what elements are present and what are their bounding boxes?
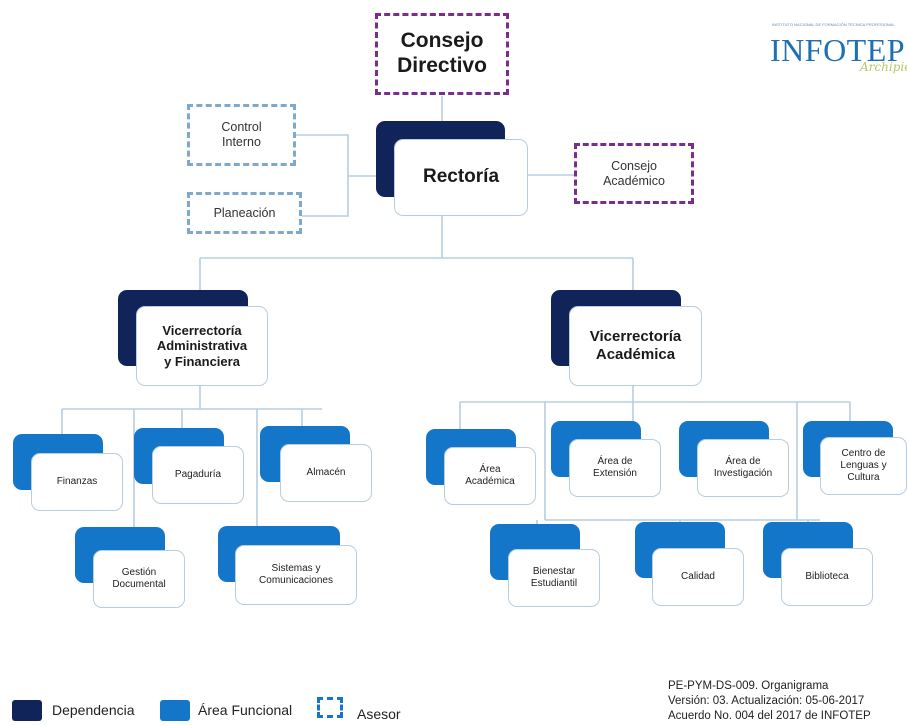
- node-vice-admin: Vicerrectoría Administrativa y Financier…: [136, 306, 268, 386]
- node-consejo-academico: Consejo Académico: [574, 143, 694, 204]
- node-pagaduria: Pagaduría: [152, 446, 244, 504]
- logo-script: Archipiélago: [860, 60, 907, 74]
- connector-vice-admin-units: [61, 386, 322, 530]
- node-consejo-directivo: Consejo Directivo: [375, 13, 509, 95]
- node-vice-academica: Vicerrectoría Académica: [569, 306, 702, 386]
- logo-tagline: INSTITUTO NACIONAL DE FORMACIÓN TÉCNICA …: [772, 22, 895, 27]
- node-calidad: Calidad: [652, 548, 744, 606]
- node-sistemas: Sistemas y Comunicaciones: [235, 545, 357, 605]
- node-biblioteca: Biblioteca: [781, 548, 873, 606]
- node-bienestar: Bienestar Estudiantil: [508, 549, 600, 607]
- node-centro-lenguas: Centro de Lenguas y Cultura: [820, 437, 907, 495]
- node-control-interno: Control Interno: [187, 104, 296, 166]
- legend-area-funcional-swatch: [160, 700, 190, 721]
- node-almacen: Almacén: [280, 444, 372, 502]
- doc-version-line: Versión: 03. Actualización: 05-06-2017: [668, 695, 865, 707]
- node-area-investigacion: Área de Investigación: [697, 439, 789, 497]
- node-gestion-documental: Gestión Documental: [93, 550, 185, 608]
- legend-dependencia-swatch: [12, 700, 42, 721]
- doc-agreement-line: Acuerdo No. 004 del 2017 de INFOTEP: [668, 710, 871, 722]
- legend-asesor-swatch: [317, 697, 343, 718]
- logo-name: INFOTEP: [770, 32, 906, 68]
- connector-rectoria-vices: [199, 216, 634, 306]
- infotep-logo: INSTITUTO NACIONAL DE FORMACIÓN TÉCNICA …: [768, 20, 907, 80]
- node-planeacion: Planeación: [187, 192, 302, 234]
- node-area-academica: Área Académica: [444, 447, 536, 505]
- doc-code-line: PE-PYM-DS-009. Organigrama: [668, 680, 829, 692]
- node-rectoria: Rectoría: [394, 139, 528, 216]
- legend-area-funcional-label: Área Funcional: [198, 702, 293, 718]
- node-finanzas: Finanzas: [31, 453, 123, 511]
- legend-asesor-label: Asesor: [357, 706, 401, 722]
- node-area-extension: Área de Extensión: [569, 439, 661, 497]
- legend-dependencia-label: Dependencia: [52, 702, 135, 718]
